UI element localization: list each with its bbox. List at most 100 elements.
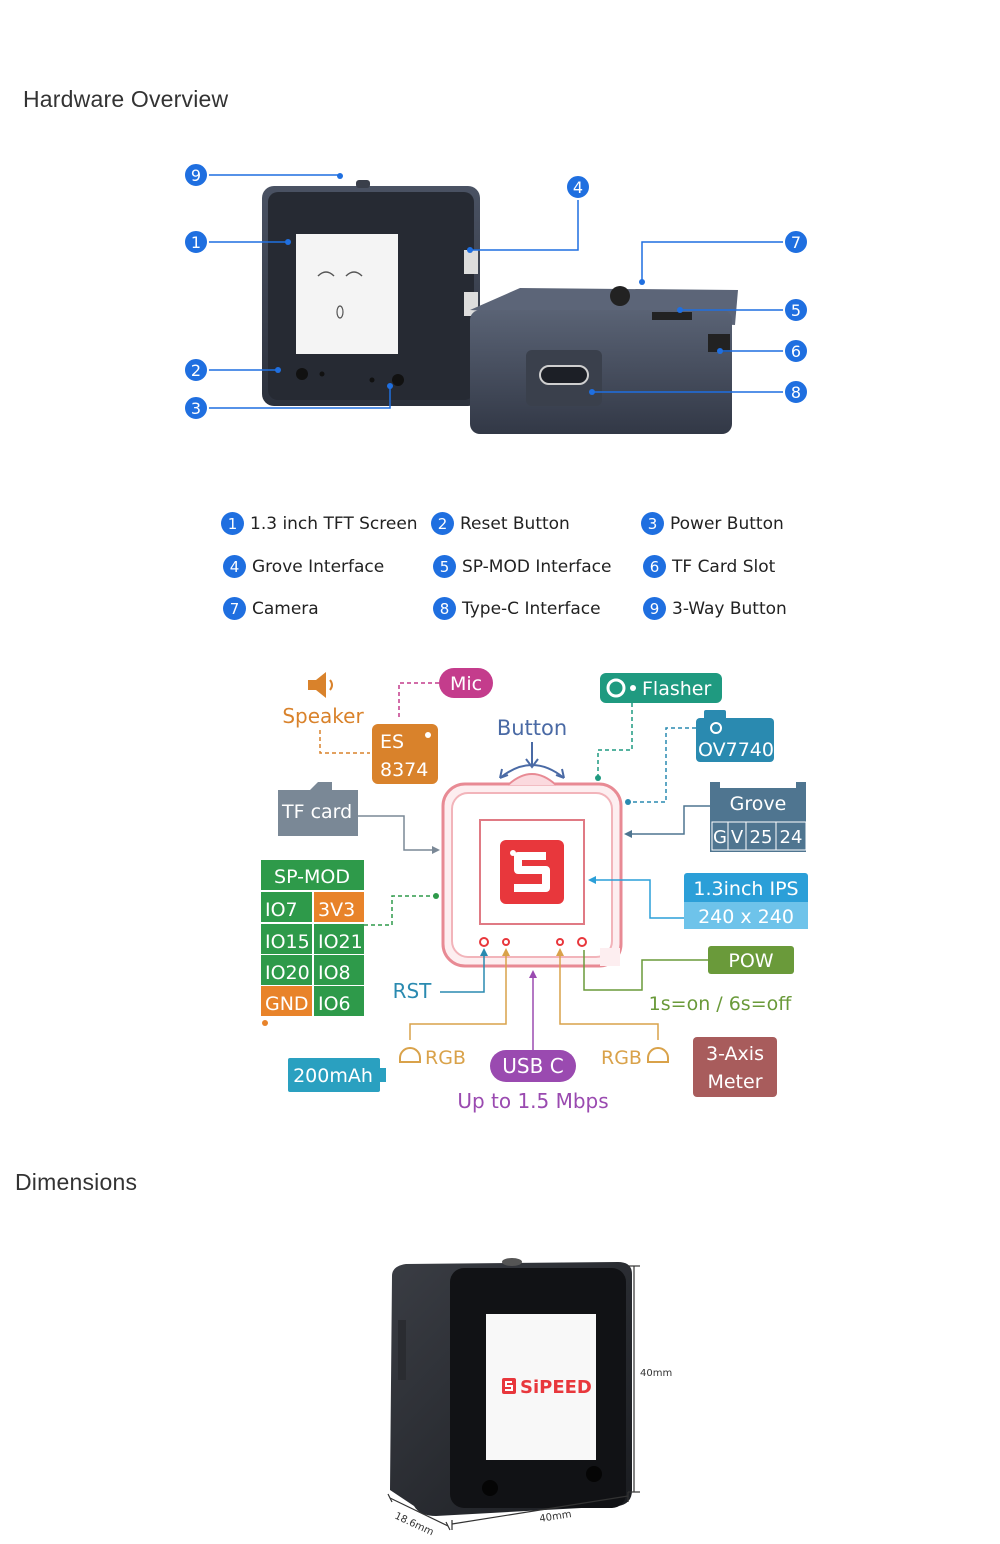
svg-text:1.3inch IPS: 1.3inch IPS <box>693 878 798 900</box>
legend-label: Camera <box>252 598 319 619</box>
svg-text:240 x 240: 240 x 240 <box>698 906 794 928</box>
svg-text:6: 6 <box>791 342 801 361</box>
callout-2: 2 <box>183 357 209 383</box>
svg-text:GND: GND <box>265 993 309 1015</box>
battery-component: 200mAh <box>288 1058 386 1092</box>
sipeed-logo-icon <box>500 840 564 904</box>
svg-text:USB C: USB C <box>502 1054 563 1078</box>
svg-text:200mAh: 200mAh <box>293 1065 373 1087</box>
rgb-left: RGB <box>399 948 510 1069</box>
power-button-label: POW 1s=on / 6s=off <box>583 946 794 1015</box>
svg-text:3: 3 <box>191 399 201 418</box>
speaker-icon <box>308 672 326 698</box>
callout-4: 4 <box>565 174 591 200</box>
legend-number: 5 <box>433 555 456 578</box>
speaker-component: Speaker <box>282 672 370 754</box>
width-label: 40mm <box>539 1509 573 1525</box>
legend-item-camera: 7 Camera <box>223 597 319 620</box>
block-diagram: Mic Speaker ES 8374 Flasher Button OV774… <box>261 668 808 1113</box>
svg-text:8: 8 <box>791 383 801 402</box>
callout-3: 3 <box>183 395 209 421</box>
svg-text:TF card: TF card <box>281 801 352 823</box>
svg-text:2: 2 <box>191 361 201 380</box>
svg-text:1: 1 <box>191 233 201 252</box>
svg-text:IO7: IO7 <box>265 899 298 921</box>
legend-label: SP-MOD Interface <box>462 556 612 577</box>
svg-text:ES: ES <box>380 731 404 753</box>
camera-icon <box>710 722 722 734</box>
svg-text:24: 24 <box>780 827 803 848</box>
svg-text:SP-MOD: SP-MOD <box>274 866 350 888</box>
sipeed-brand-logo: SiPEED <box>502 1377 592 1398</box>
svg-text:Button: Button <box>497 716 567 740</box>
legend-number: 7 <box>223 597 246 620</box>
svg-text:25: 25 <box>750 827 773 848</box>
legend-number: 9 <box>643 597 666 620</box>
section-title-dimensions: Dimensions <box>15 1169 138 1195</box>
svg-text:4: 4 <box>573 178 583 197</box>
spmod-connector: SP-MOD IO7 3V3 IO15 IO21 IO20 IO8 GND IO… <box>261 860 439 1026</box>
legend-item-3-way-button: 9 3-Way Button <box>643 597 787 620</box>
svg-text:SiPEED: SiPEED <box>520 1377 592 1398</box>
legend-item-spmod-interface: 5 SP-MOD Interface <box>433 555 611 578</box>
svg-text:3-Axis: 3-Axis <box>706 1043 764 1065</box>
svg-text:1s=on / 6s=off: 1s=on / 6s=off <box>649 993 793 1015</box>
legend-label: Power Button <box>670 513 784 534</box>
height-label: 40mm <box>640 1368 672 1379</box>
device-back-view <box>470 286 738 434</box>
legend-number: 1 <box>221 512 244 535</box>
svg-text:Up to 1.5 Mbps: Up to 1.5 Mbps <box>457 1089 608 1113</box>
svg-text:5: 5 <box>791 301 801 320</box>
accelerometer-component: 3-Axis Meter <box>693 1037 777 1097</box>
dimensions-photo: SiPEED 40mm 40mm 18.6mm <box>387 1258 672 1538</box>
grove-pins: G V 25 24 <box>711 821 807 851</box>
svg-text:Grove: Grove <box>730 793 787 815</box>
rgb-right: RGB <box>556 948 669 1069</box>
legend-label: Grove Interface <box>252 556 385 577</box>
es8374-codec: ES 8374 <box>372 724 438 784</box>
svg-text:Mic: Mic <box>450 673 482 695</box>
callout-7: 7 <box>783 229 809 255</box>
svg-text:POW: POW <box>728 950 773 972</box>
rgb-led-icon <box>399 1047 421 1063</box>
legend-number: 6 <box>643 555 666 578</box>
svg-text:IO20: IO20 <box>265 962 310 984</box>
legend-label: 1.3 inch TFT Screen <box>250 513 418 534</box>
svg-text:IO8: IO8 <box>318 962 351 984</box>
svg-text:IO15: IO15 <box>265 931 310 953</box>
callout-5: 5 <box>783 297 809 323</box>
legend-label: Reset Button <box>460 513 570 534</box>
svg-text:RGB: RGB <box>601 1047 642 1069</box>
button-component: Button <box>497 716 567 779</box>
callout-9: 9 <box>183 162 209 188</box>
ips-display: 1.3inch IPS 240 x 240 <box>588 873 808 929</box>
svg-text:RST: RST <box>393 979 433 1003</box>
tf-card-component: TF card <box>278 782 440 854</box>
usb-c-port: USB C Up to 1.5 Mbps <box>457 970 609 1113</box>
board-outline <box>441 773 623 968</box>
callout-badges: 9 1 2 3 4 7 5 6 8 <box>183 162 809 421</box>
svg-text:OV7740: OV7740 <box>698 739 774 761</box>
callout-1: 1 <box>183 229 209 255</box>
device-front-view <box>262 180 480 406</box>
grove-connector: Grove G V 25 24 <box>624 782 807 852</box>
svg-text:Speaker: Speaker <box>282 704 364 728</box>
flasher-component: Flasher <box>595 673 722 781</box>
svg-text:3V3: 3V3 <box>318 899 355 921</box>
svg-text:IO21: IO21 <box>318 931 363 953</box>
svg-text:Flasher: Flasher <box>642 678 711 700</box>
legend-item-power-button: 3 Power Button <box>641 512 784 535</box>
svg-text:Meter: Meter <box>707 1071 762 1093</box>
callout-8: 8 <box>783 379 809 405</box>
legend-label: TF Card Slot <box>672 556 776 577</box>
legend-number: 3 <box>641 512 664 535</box>
reset-label: RST <box>393 948 488 1003</box>
board-leds <box>479 937 587 947</box>
camera-component: OV7740 <box>625 710 774 805</box>
legend-item-tft-screen: 1 1.3 inch TFT Screen <box>221 512 418 535</box>
dimension-lines <box>387 1265 640 1531</box>
svg-text:IO6: IO6 <box>318 993 351 1015</box>
legend-label: 3-Way Button <box>672 598 787 619</box>
